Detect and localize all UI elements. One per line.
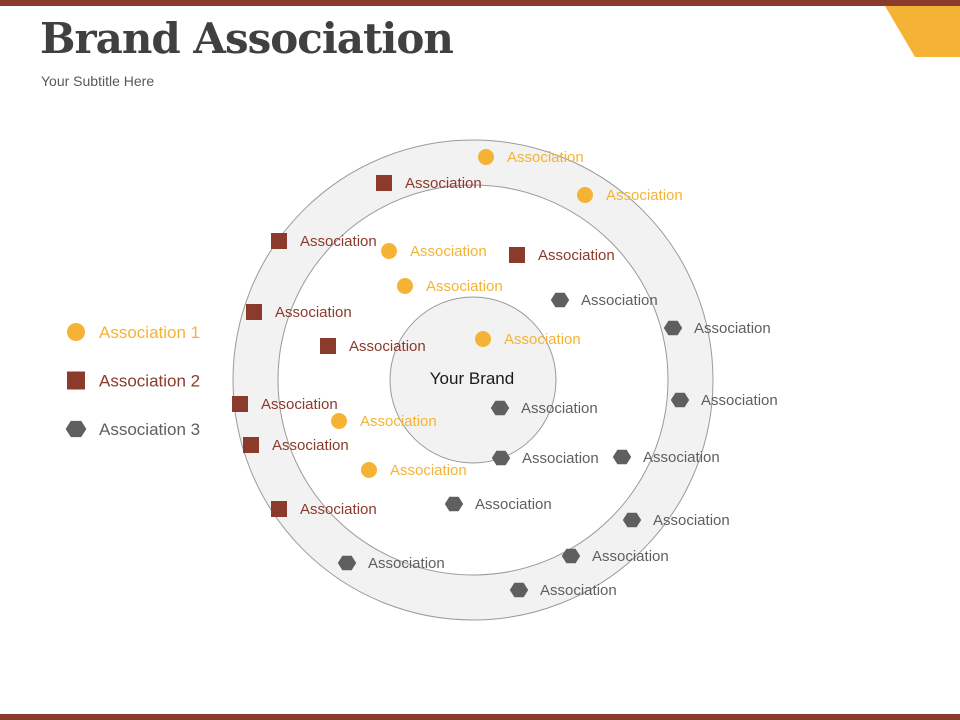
association-item: Association <box>381 243 487 260</box>
association-label: Association <box>643 449 720 466</box>
hexagon-marker <box>550 292 570 308</box>
association-label: Association <box>606 187 683 204</box>
association-item: Association <box>478 149 584 166</box>
hexagon-marker <box>490 400 510 416</box>
association-item: Association <box>320 338 426 355</box>
association-item: Association <box>271 233 377 250</box>
association-label: Association <box>507 149 584 166</box>
association-item: Association <box>622 512 730 529</box>
square-marker <box>271 501 287 517</box>
legend-circle-icon <box>67 323 85 341</box>
square-marker <box>271 233 287 249</box>
legend-label: Association 2 <box>99 372 200 391</box>
association-label: Association <box>272 437 349 454</box>
association-label: Association <box>521 400 598 417</box>
association-label: Association <box>504 331 581 348</box>
square-marker <box>232 396 248 412</box>
hexagon-marker <box>622 512 642 528</box>
association-label: Association <box>538 247 615 264</box>
association-label: Association <box>349 338 426 355</box>
legend-item: Association 2 <box>67 371 200 391</box>
hexagon-marker <box>491 450 511 466</box>
association-item: Association <box>271 501 377 518</box>
hexagon-marker <box>561 548 581 564</box>
association-label: Association <box>701 392 778 409</box>
page-subtitle: Your Subtitle Here <box>41 73 155 89</box>
association-item: Association <box>490 400 598 417</box>
association-label: Association <box>581 292 658 309</box>
association-label: Association <box>300 233 377 250</box>
association-item: Association <box>561 548 669 565</box>
legend-item: Association 3 <box>65 420 200 439</box>
circle-marker <box>331 413 347 429</box>
association-item: Association <box>577 187 683 204</box>
association-label: Association <box>475 496 552 513</box>
association-layer: AssociationAssociationAssociationAssocia… <box>232 149 778 599</box>
legend-square-icon <box>67 371 85 390</box>
association-label: Association <box>261 396 338 413</box>
association-item: Association <box>670 392 778 409</box>
inner-circle <box>389 296 557 464</box>
association-item: Association <box>246 304 352 321</box>
association-label: Association <box>694 320 771 337</box>
association-item: Association <box>509 247 615 264</box>
circle-marker <box>381 243 397 259</box>
association-item: Association <box>612 449 720 466</box>
legend-hexagon-icon <box>65 420 87 438</box>
legend-item: Association 1 <box>67 323 200 342</box>
association-item: Association <box>243 437 349 454</box>
association-label: Association <box>405 175 482 192</box>
hexagon-marker <box>663 320 683 336</box>
association-label: Association <box>360 413 437 430</box>
brand-label: Your Brand <box>430 369 514 388</box>
association-label: Association <box>426 278 503 295</box>
hexagon-marker <box>444 496 464 512</box>
association-item: Association <box>376 175 482 192</box>
association-label: Association <box>653 512 730 529</box>
legend-label: Association 1 <box>99 323 200 342</box>
association-item: Association <box>232 396 338 413</box>
association-item: Association <box>397 278 503 295</box>
square-marker <box>376 175 392 191</box>
association-label: Association <box>522 450 599 467</box>
circle-marker <box>361 462 377 478</box>
association-item: Association <box>444 496 552 513</box>
hexagon-marker <box>612 449 632 465</box>
association-item: Association <box>361 462 467 479</box>
circle-marker <box>478 149 494 165</box>
circle-marker <box>577 187 593 203</box>
association-label: Association <box>410 243 487 260</box>
square-marker <box>509 247 525 263</box>
association-label: Association <box>275 304 352 321</box>
hexagon-marker <box>509 582 529 598</box>
association-item: Association <box>509 582 617 599</box>
circle-marker <box>397 278 413 294</box>
association-label: Association <box>592 548 669 565</box>
association-item: Association <box>337 555 445 572</box>
association-item: Association <box>475 331 581 348</box>
legend-label: Association 3 <box>99 420 200 439</box>
hexagon-marker <box>337 555 357 571</box>
association-label: Association <box>368 555 445 572</box>
association-label: Association <box>390 462 467 479</box>
top-accent-bar <box>0 0 960 6</box>
legend: Association 1 Association 2 Association 3 <box>65 323 200 439</box>
bottom-accent-bar <box>0 714 960 720</box>
association-item: Association <box>550 292 658 309</box>
circle-marker <box>475 331 491 347</box>
square-marker <box>243 437 259 453</box>
square-marker <box>320 338 336 354</box>
association-label: Association <box>540 582 617 599</box>
corner-accent <box>885 6 960 57</box>
square-marker <box>246 304 262 320</box>
association-item: Association <box>491 450 599 467</box>
hexagon-marker <box>670 392 690 408</box>
page-title: Brand Association <box>40 14 454 63</box>
association-item: Association <box>331 413 437 430</box>
association-item: Association <box>663 320 771 337</box>
association-label: Association <box>300 501 377 518</box>
